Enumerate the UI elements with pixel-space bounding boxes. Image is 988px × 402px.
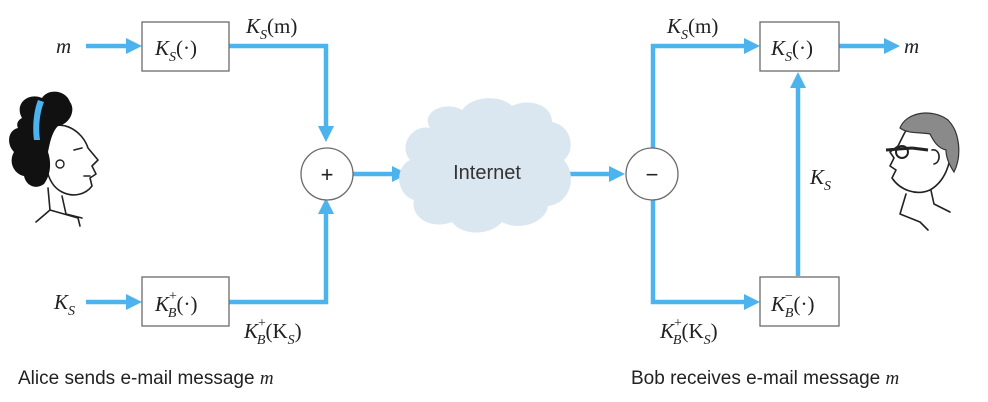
minus-symbol: − [646,162,659,187]
bob-kb-of-ks-label: K+B(KS) [659,316,718,348]
cloud-icon: Internet [399,98,571,233]
alice-input-m: m [56,34,71,58]
kb-of-ks-label: K+B(KS) [243,316,302,348]
arrowhead [884,38,900,54]
bob-caption: Bob receives e-mail message m [631,368,899,389]
arrowhead [126,38,142,54]
wire-ksm-to-plus [229,43,329,128]
kb-private-decrypt-label: K−B(·) [770,289,814,321]
arrowhead [126,294,142,310]
wire-minus-to-kb-decrypt [650,200,745,305]
wire-minus-to-ks-decrypt [650,43,745,148]
alice-input-ks: KS [53,290,75,319]
bob-ks-recovered: KS [809,165,831,194]
internet-label: Internet [453,162,521,184]
bob-face-icon [885,112,960,231]
kb-public-encrypt-box: K+B(·) [141,276,230,327]
ks-encrypt-label: KS(·) [154,36,197,65]
plus-operator: + [300,147,354,201]
bob-output-m: m [904,34,919,58]
arrowhead [744,38,760,54]
ks-decrypt-box: KS(·) [759,21,840,72]
wires [86,38,900,310]
arrowhead [744,294,760,310]
wire-kbks-to-plus [229,212,329,305]
minus-operator: − [625,147,679,201]
arrowhead [318,126,334,142]
kb-private-decrypt-box: K−B(·) [759,276,840,327]
ks-decrypt-label: KS(·) [770,36,813,65]
arrowhead [790,72,806,88]
kb-public-encrypt-label: K+B(·) [154,289,197,321]
plus-symbol: + [321,162,334,187]
alice-face-icon [9,91,99,227]
bob-ks-of-m-label: KS(m) [666,14,718,43]
arrowhead [609,166,625,182]
arrowhead [318,198,334,214]
alice-caption: Alice sends e-mail message m [18,368,274,389]
ks-of-m-label: KS(m) [245,14,297,43]
ks-encrypt-box: KS(·) [141,21,230,72]
